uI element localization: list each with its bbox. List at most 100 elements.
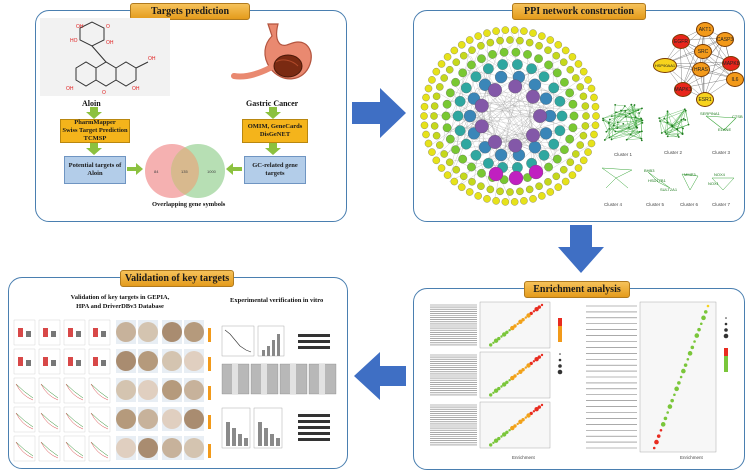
cluster-edge: [683, 110, 686, 119]
dotplot-point: [505, 380, 509, 384]
hpa-ihc-image: [116, 322, 136, 342]
ppi-node: [432, 67, 441, 76]
ppi-node: [568, 171, 577, 179]
cluster-node: [620, 109, 622, 112]
ppi-edge: [507, 103, 554, 137]
hub-gene-node: CASP3: [716, 32, 734, 47]
ppi-node: [574, 164, 583, 172]
ppi-edge: [483, 104, 518, 167]
ppi-edge: [445, 86, 537, 155]
cluster-node: [627, 126, 630, 129]
cluster-node: [666, 121, 669, 124]
survival-curve: [15, 441, 34, 457]
svg-text:HO: HO: [70, 38, 78, 44]
ppi-node: [442, 123, 452, 133]
cluster-edge: [608, 104, 635, 124]
western-blot-band: [298, 426, 330, 429]
dotplot-color-legend: [558, 318, 562, 342]
dotplot-point: [699, 322, 703, 326]
dotplot-color-legend: [724, 348, 728, 372]
hpa-ihc-image: [116, 351, 136, 371]
survival-curve: [90, 412, 109, 430]
cluster-edge: [621, 108, 642, 111]
quantification-bar: [232, 428, 236, 446]
hpa-ihc-image: [162, 322, 182, 342]
cluster3-gene-2: CTSB: [732, 114, 743, 119]
cluster-node: [641, 107, 643, 110]
arrow-right-icon: [352, 88, 406, 138]
ppi-node: [566, 65, 575, 74]
cluster-edge: [602, 115, 612, 119]
ppi-node: [428, 76, 436, 84]
dotplot-point: [518, 319, 523, 324]
gepia-box-tumor: [93, 357, 98, 366]
gepia-mini-plot: [88, 348, 111, 375]
cluster-label-6: Cluster 6: [680, 202, 699, 207]
cluster-node: [608, 118, 611, 121]
ppi-node: [559, 58, 568, 67]
dotplot-point: [659, 428, 663, 432]
hub-gene-node: HSP90AA1: [653, 58, 677, 73]
migration-gap: [232, 364, 238, 394]
cluster-node: [684, 109, 687, 112]
cluster-node: [641, 119, 644, 122]
gepia-mini-plot: [13, 319, 36, 346]
dotplot-size-legend: [725, 317, 727, 319]
cluster5-gene-1: BHB3: [644, 168, 655, 173]
hpa-ihc-image: [138, 409, 158, 429]
gepia-mini-plot: [38, 435, 61, 462]
cluster-label-2: Cluster 2: [664, 150, 683, 155]
cluster-node: [640, 137, 643, 140]
cluster-edge: [630, 127, 638, 135]
dotplot-point: [526, 363, 531, 368]
gepia-box-tumor: [18, 357, 23, 366]
bar-plot-bar: [277, 334, 280, 356]
ppi-node: [510, 198, 519, 206]
western-blot-band: [298, 340, 330, 343]
gepia-box-normal: [76, 331, 81, 337]
hub-gene-node: IL6: [726, 72, 744, 87]
ppi-node: [565, 88, 575, 98]
ppi-node: [538, 71, 550, 83]
ppi-node: [582, 112, 590, 120]
ppi-node: [470, 149, 482, 161]
ppi-node: [459, 172, 468, 181]
aloin-targets-text: Potential targets of Aloin: [68, 162, 122, 177]
aloin-databases-box: PharmMapper Swiss Target Prediction TCMS…: [60, 119, 130, 143]
ppi-concentric-network: [420, 26, 600, 206]
ppi-node: [535, 182, 543, 190]
cluster-node: [683, 108, 686, 111]
dotplot-point: [687, 351, 693, 356]
ppi-node: [494, 70, 508, 84]
svg-text:O: O: [102, 90, 106, 96]
dotplot-point: [540, 303, 544, 307]
dotplot-point: [681, 368, 686, 374]
ppi-node: [420, 102, 429, 111]
ppi-edge: [438, 92, 491, 124]
aloin-targets-box: Potential targets of Aloin: [64, 156, 126, 184]
dotplot-point: [516, 372, 519, 376]
cluster-edge: [666, 133, 679, 138]
gc-targets-box: GC-related gene targets: [244, 156, 306, 184]
enrichment-title: Enrichment analysis: [524, 281, 630, 298]
dotplot-point: [534, 357, 539, 362]
cluster-edge: [608, 122, 616, 132]
ppi-node: [488, 135, 502, 149]
cluster-edge: [611, 134, 631, 140]
dotplot-point: [508, 329, 511, 332]
arrow-down-icon: [86, 143, 102, 155]
hub-gene-node: MAPK1: [674, 82, 692, 97]
gepia-mini-plot: [13, 377, 36, 404]
cluster-node: [671, 124, 674, 127]
dotplot-point: [493, 438, 499, 443]
dotplot-point: [492, 391, 495, 394]
cluster-node: [637, 109, 640, 112]
ppi-node: [529, 195, 537, 203]
dotplot-point: [697, 327, 701, 332]
gepia-box-tumor: [68, 328, 73, 337]
ppi-node: [520, 197, 528, 205]
ppi-node: [508, 138, 523, 153]
ppi-node: [501, 26, 510, 34]
ppi-node: [520, 27, 528, 35]
cluster-network-6: [681, 173, 699, 191]
